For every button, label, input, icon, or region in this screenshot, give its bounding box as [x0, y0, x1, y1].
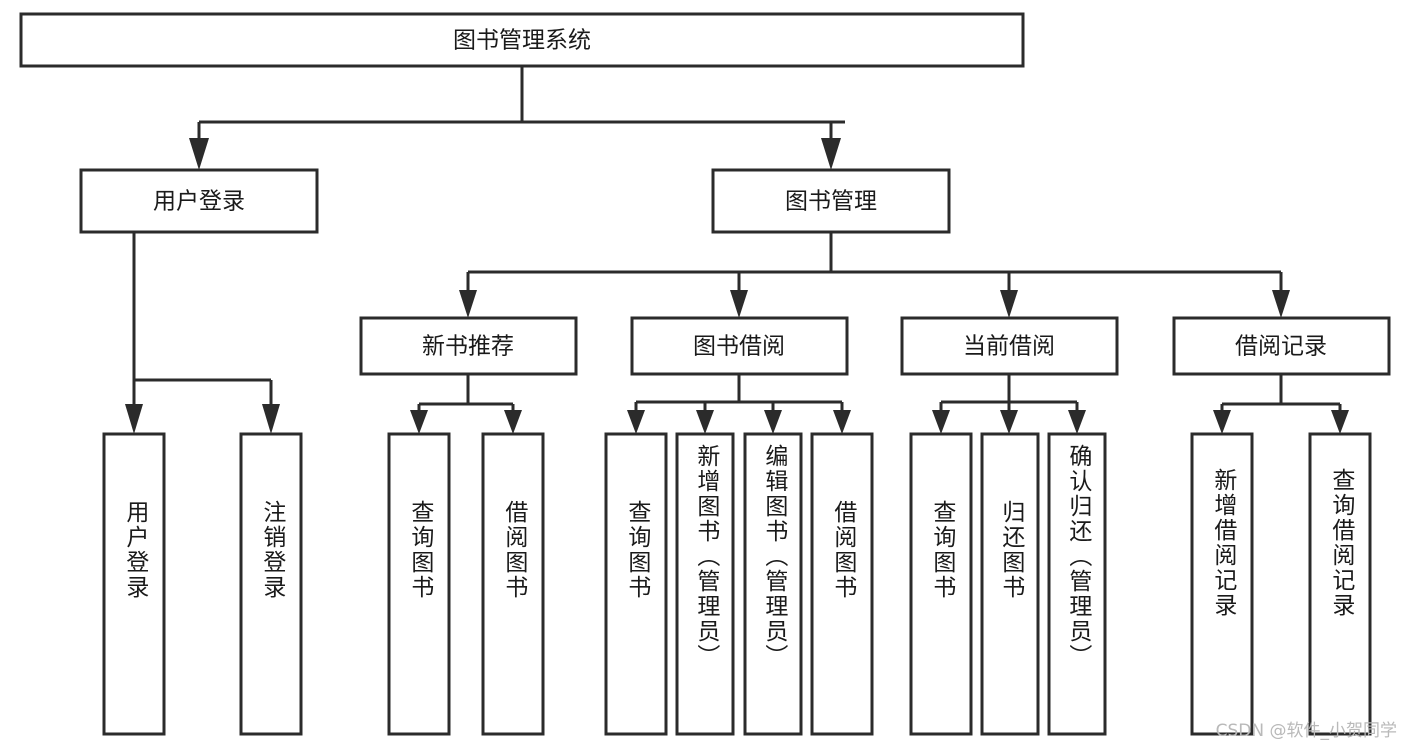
node-book-manage-rect[interactable]	[711, 168, 951, 234]
leaf-rect-book-borrow-2[interactable]	[675, 432, 735, 736]
node-root-rect[interactable]	[19, 12, 1025, 68]
arrow-head-userlogin-2	[262, 404, 280, 434]
node-root-label: 图书管理系统	[453, 28, 591, 54]
leaf-rect-current-borrow-3[interactable]	[1047, 432, 1107, 736]
leaf-rect-current-borrow-2[interactable]	[980, 432, 1040, 736]
node-borrow-record-rect[interactable]	[1172, 316, 1391, 376]
node-user-login[interactable]: 用户登录	[79, 168, 319, 234]
connector-group-book-manage	[459, 232, 1290, 318]
leaf-rect-new-book-1[interactable]	[387, 432, 451, 736]
arrow-head-bookmanage-1	[459, 290, 477, 318]
connector-group-user-login	[125, 232, 280, 434]
connector-group-book-borrow	[627, 374, 851, 434]
leaf-rect-current-borrow-1[interactable]	[909, 432, 973, 736]
node-current-borrow-label: 当前借阅	[963, 334, 1055, 360]
arrow-head-root-2	[821, 138, 841, 170]
node-borrow-record-label: 借阅记录	[1235, 334, 1327, 360]
arrow-head-borrowrecord-2	[1331, 410, 1349, 434]
node-book-manage-label: 图书管理	[785, 189, 877, 215]
arrow-head-root-1	[189, 138, 209, 170]
node-current-borrow[interactable]: 当前借阅	[900, 316, 1119, 376]
arrow-head-currentborrow-2	[1000, 410, 1018, 434]
leaf-rect-user-login-2[interactable]	[239, 432, 303, 736]
arrow-head-currentborrow-1	[932, 410, 950, 434]
leaf-rect-new-book-2[interactable]	[481, 432, 545, 736]
leaf-rect-borrow-record-1[interactable]	[1190, 432, 1254, 736]
node-book-borrow-label: 图书借阅	[693, 334, 785, 360]
node-current-borrow-rect[interactable]	[900, 316, 1119, 376]
node-new-book-label: 新书推荐	[422, 334, 514, 360]
node-new-book-rect[interactable]	[359, 316, 578, 376]
arrow-head-newbook-2	[504, 410, 522, 434]
node-book-borrow[interactable]: 图书借阅	[630, 316, 849, 376]
arrow-head-userlogin-1	[125, 404, 143, 434]
leaf-rect-book-borrow-1[interactable]	[604, 432, 668, 736]
node-root[interactable]: 图书管理系统	[19, 12, 1025, 68]
arrow-head-newbook-1	[410, 410, 428, 434]
connector-group-new-book	[410, 374, 522, 434]
arrow-head-currentborrow-3	[1068, 410, 1086, 434]
connector-group-root	[189, 66, 845, 170]
node-user-login-label: 用户登录	[153, 189, 245, 215]
csdn-watermark: CSDN @软件_小贺同学	[1215, 721, 1397, 741]
arrow-head-bookborrow-2	[696, 410, 714, 434]
arrow-head-bookborrow-3	[764, 410, 782, 434]
leaf-rect-book-borrow-4[interactable]	[810, 432, 874, 736]
leaf-rect-book-borrow-3[interactable]	[743, 432, 803, 736]
arrow-head-borrowrecord-1	[1213, 410, 1231, 434]
connector-group-borrow-record	[1213, 374, 1349, 434]
node-user-login-rect[interactable]	[79, 168, 319, 234]
arrow-head-bookborrow-4	[833, 410, 851, 434]
connector-group-current-borrow	[932, 374, 1086, 434]
node-book-borrow-rect[interactable]	[630, 316, 849, 376]
node-borrow-record[interactable]: 借阅记录	[1172, 316, 1391, 376]
arrow-head-bookborrow-1	[627, 410, 645, 434]
leaf-rect-borrow-record-2[interactable]	[1308, 432, 1372, 736]
arrow-head-bookmanage-2	[730, 290, 748, 318]
node-book-manage[interactable]: 图书管理	[711, 168, 951, 234]
leaf-rect-user-login-1[interactable]	[102, 432, 166, 736]
arrow-head-bookmanage-3	[1000, 290, 1018, 318]
node-new-book[interactable]: 新书推荐	[359, 316, 578, 376]
arrow-head-bookmanage-4	[1272, 290, 1290, 318]
